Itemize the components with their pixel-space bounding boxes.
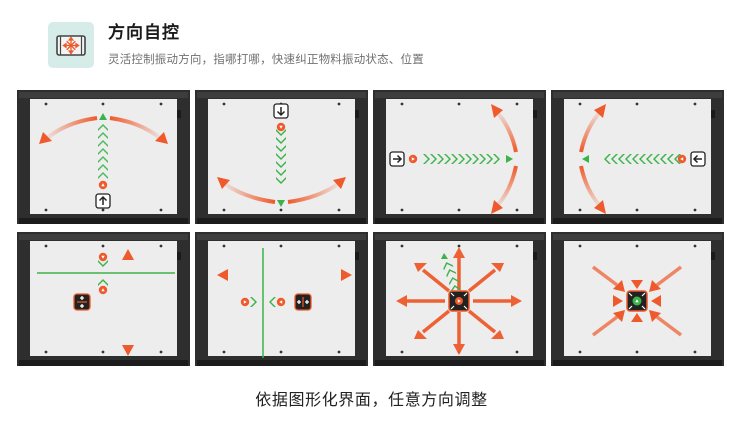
feature-title: 方向自控 [108,23,180,43]
direction-panel-converge-vertical[interactable] [195,232,368,366]
direction-panel-down[interactable] [195,90,368,224]
feature-subtitle: 灵活控制振动方向，指哪打哪，快速纠正物料振动状态、位置 [108,52,424,66]
direction-panel-up[interactable] [17,90,190,224]
caption: 依据图形化界面，任意方向调整 [255,390,488,409]
direction-panel-right[interactable] [373,90,546,224]
direction-panel-left[interactable] [551,90,724,224]
vibration-direction-icon [48,22,94,68]
direction-panel-disperse[interactable] [373,232,546,366]
feature-header: 方向自控 灵活控制振动方向，指哪打哪，快速纠正物料振动状态、位置 [48,22,424,70]
direction-panel-gather[interactable] [551,232,724,366]
direction-panel-converge-horizontal[interactable] [17,232,190,366]
